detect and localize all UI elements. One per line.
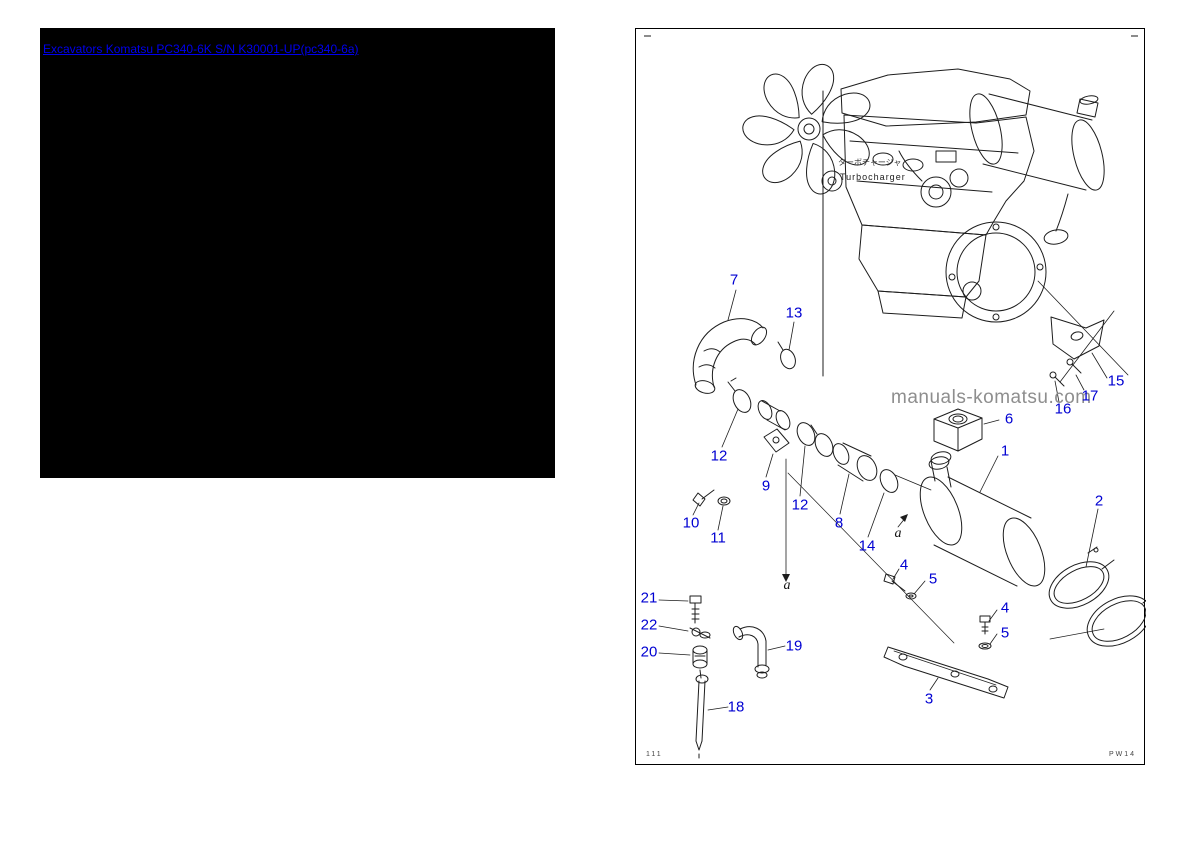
band-clamps-drawing: [1048, 546, 1146, 647]
page-footer-right: PW14: [1108, 751, 1136, 758]
fan-drawing: [741, 61, 876, 198]
part-callout-20[interactable]: 20: [640, 643, 658, 661]
part-callout-3[interactable]: 3: [924, 690, 934, 708]
part-callout-12[interactable]: 12: [791, 496, 809, 514]
part-callout-19[interactable]: 19: [785, 637, 803, 655]
part-callout-17[interactable]: 17: [1081, 387, 1099, 405]
reference-leader-lines: [782, 458, 955, 644]
part-callout-6[interactable]: 6: [1004, 410, 1014, 428]
part-callout-12[interactable]: 12: [710, 447, 728, 465]
catalog-link[interactable]: Excavators Komatsu PC340-6K S/N K30001-U…: [43, 42, 359, 56]
part-callout-7[interactable]: 7: [729, 271, 739, 289]
parts-diagram-panel: ターボチャージャ Turbocharger manuals-komatsu.co…: [635, 28, 1146, 765]
part-callout-21[interactable]: 21: [640, 589, 658, 607]
watermark: manuals-komatsu.com: [891, 387, 1092, 408]
page-footer-left: 111: [646, 751, 663, 758]
part-callout-1[interactable]: 1: [1000, 442, 1010, 460]
hose-clamp-chain-drawing: [692, 318, 932, 493]
part-callout-5[interactable]: 5: [928, 570, 938, 588]
engine-parts-line-art: [644, 35, 1146, 759]
part-callout-5[interactable]: 5: [1000, 624, 1010, 642]
part-callout-4[interactable]: 4: [899, 556, 909, 574]
thumbnail-placeholder: Excavators Komatsu PC340-6K S/N K30001-U…: [40, 28, 555, 478]
part-callout-22[interactable]: 22: [640, 616, 658, 634]
part-callout-8[interactable]: 8: [834, 514, 844, 532]
drain-fittings-drawing: [689, 595, 770, 759]
reference-letter: a: [894, 526, 902, 541]
callout-leader-lines: [658, 289, 1108, 711]
part-callout-14[interactable]: 14: [858, 537, 876, 555]
part-callout-4[interactable]: 4: [1000, 599, 1010, 617]
engine-drawing: [821, 68, 1105, 377]
bracket-15-drawing: [1037, 280, 1129, 387]
bolt-washer-drawing: [692, 489, 731, 507]
part-callout-15[interactable]: 15: [1107, 372, 1125, 390]
mounting-hardware-drawing: [883, 573, 1009, 699]
part-callout-18[interactable]: 18: [727, 698, 745, 716]
turbocharger-label-jp: ターボチャージャ: [838, 158, 902, 167]
part-callout-2[interactable]: 2: [1094, 492, 1104, 510]
part-callout-10[interactable]: 10: [682, 514, 700, 532]
part-callout-16[interactable]: 16: [1054, 400, 1072, 418]
turbocharger-label-en: Turbocharger: [840, 172, 906, 182]
part-callout-13[interactable]: 13: [785, 304, 803, 322]
part-callout-11[interactable]: 11: [710, 529, 726, 547]
air-cleaner-drawing: [919, 408, 1046, 587]
reference-letter: a: [783, 578, 791, 593]
part-callout-9[interactable]: 9: [761, 477, 771, 495]
